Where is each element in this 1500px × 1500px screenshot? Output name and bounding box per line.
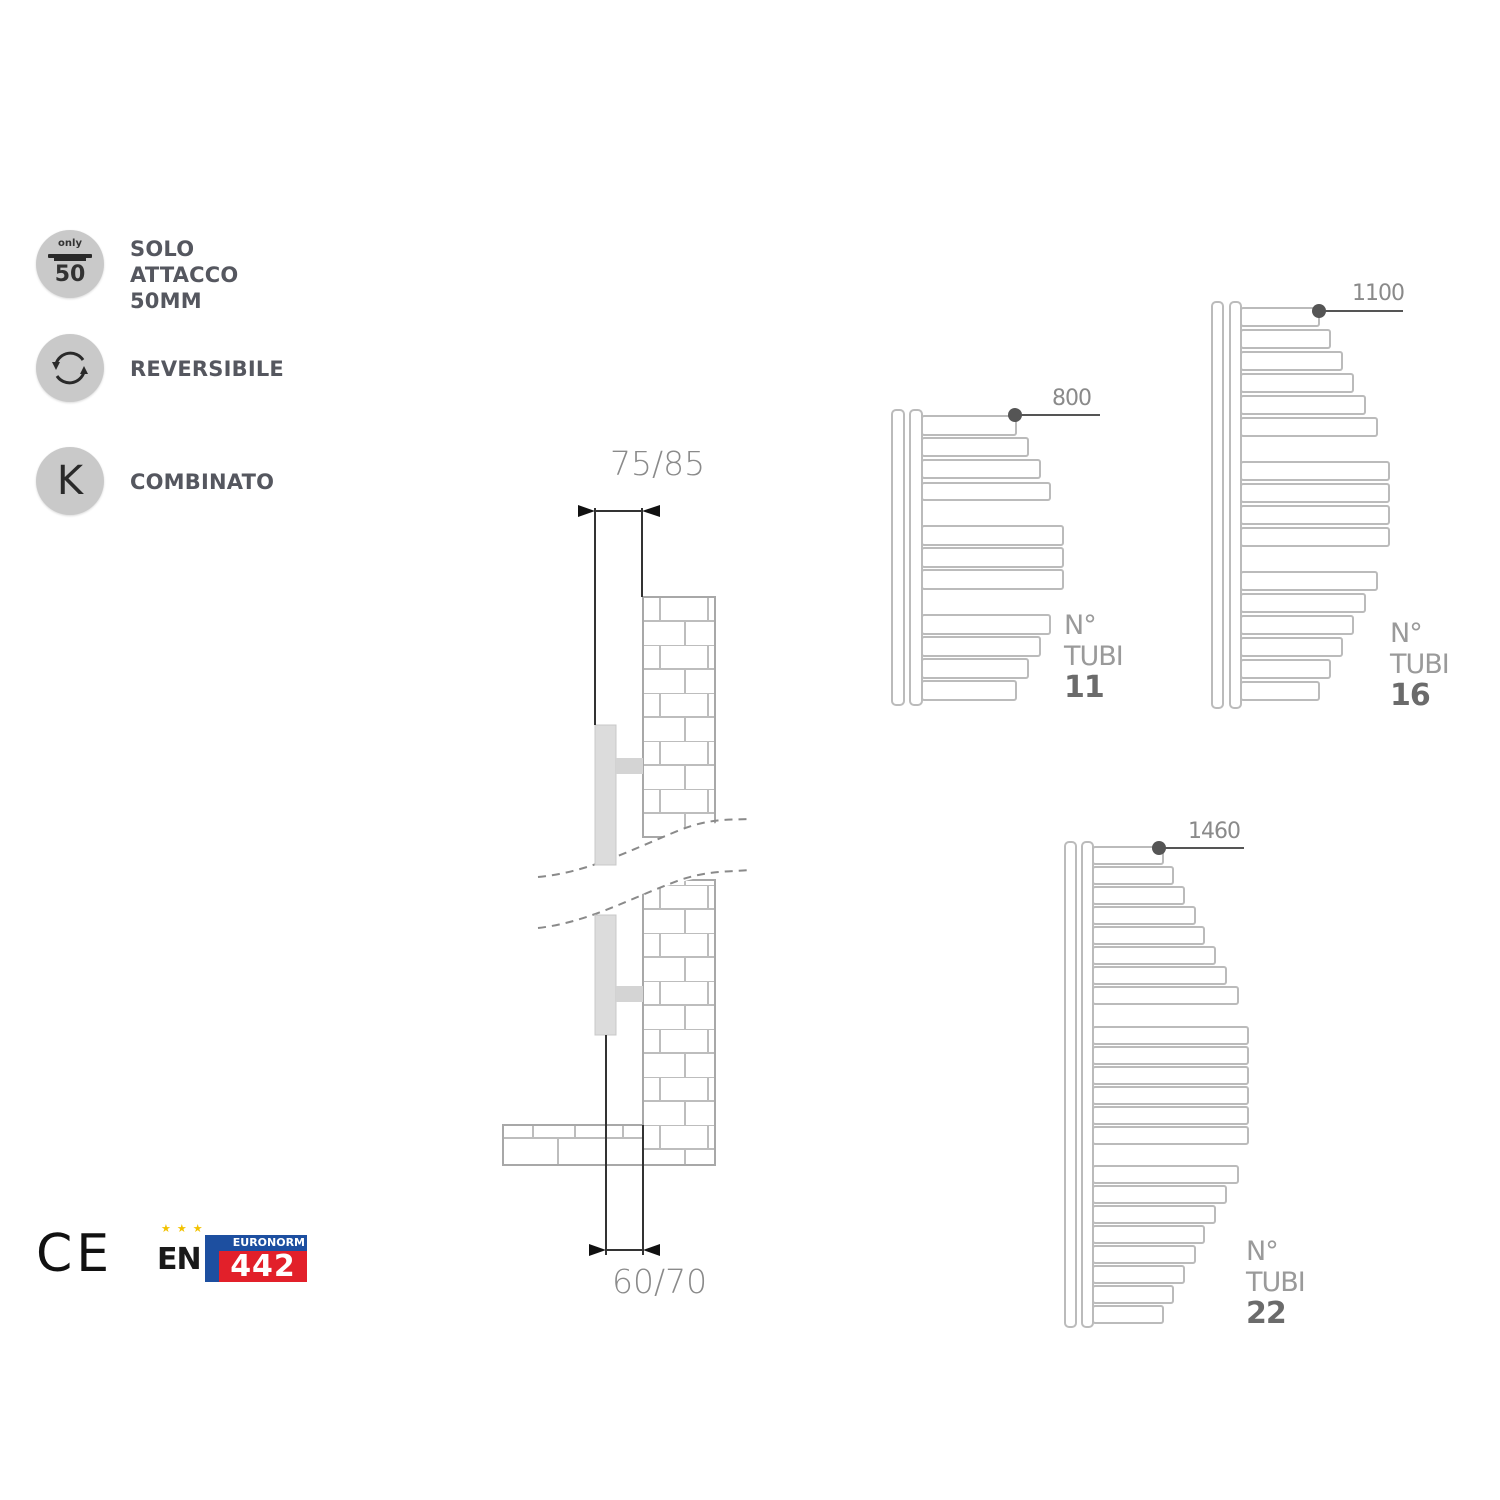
radiator-800-diagram — [891, 409, 1064, 706]
en-442-euronorm-logo: ★★★ EN EURONORM 442 — [157, 1222, 307, 1284]
tubes-label-line2: TUBI — [1390, 649, 1450, 680]
feature-label: REVERSIBILE — [130, 357, 284, 381]
icon-only-text: only — [58, 238, 82, 249]
tubes-label-line1: N° — [1390, 618, 1423, 649]
radiator-800-tubes-label: N° TUBI 11 — [1064, 610, 1124, 705]
brick-wall-upper — [642, 596, 716, 838]
feature-reversible: REVERSIBILE — [36, 334, 284, 402]
radiator-800-width: 800 — [1052, 386, 1092, 411]
radiator-1460-width: 1460 — [1188, 819, 1241, 844]
radiator-1100-width: 1100 — [1352, 281, 1405, 306]
tubes-label-line2: TUBI — [1064, 641, 1124, 672]
feature-only-50: only 50 SOLO ATTACCO 50MM — [36, 230, 238, 313]
tubes-label-line1: N° — [1246, 1236, 1279, 1267]
ce-mark-logo: CE — [36, 1224, 114, 1284]
depth-bottom-dimension: 60/70 — [612, 1262, 708, 1301]
only-50-connection-icon: only 50 — [36, 230, 104, 298]
reversible-arrows-icon — [36, 334, 104, 402]
feature-label: COMBINATO — [130, 470, 275, 494]
en-euronorm-band: EURONORM — [205, 1235, 307, 1251]
radiator-1460-tubes-label: N° TUBI 22 — [1246, 1236, 1306, 1331]
radiator-1100-tubes-label: N° TUBI 16 — [1390, 618, 1450, 713]
tubes-label-line1: N° — [1064, 610, 1097, 641]
en-prefix: EN — [157, 1242, 202, 1277]
depth-top-dimension: 75/85 — [610, 444, 706, 483]
connector-bar-icon — [48, 254, 92, 261]
k-combined-icon: K — [36, 447, 104, 515]
feature-combined: K COMBINATO — [36, 447, 274, 515]
icon-50-text: 50 — [54, 262, 86, 287]
radiator-1100-diagram — [1211, 301, 1390, 709]
tubes-count: 16 — [1390, 678, 1431, 713]
feature-label: SOLO ATTACCO 50MM — [130, 237, 239, 313]
tubes-count: 11 — [1064, 670, 1105, 705]
k-letter: K — [56, 458, 84, 504]
refresh-arrows-icon — [52, 351, 88, 385]
en-number: 442 — [219, 1251, 307, 1282]
radiator-1460-diagram — [1064, 841, 1249, 1328]
tubes-count: 22 — [1246, 1296, 1287, 1331]
tubes-label-line2: TUBI — [1246, 1267, 1306, 1298]
stars-icon: ★★★ — [161, 1223, 209, 1235]
